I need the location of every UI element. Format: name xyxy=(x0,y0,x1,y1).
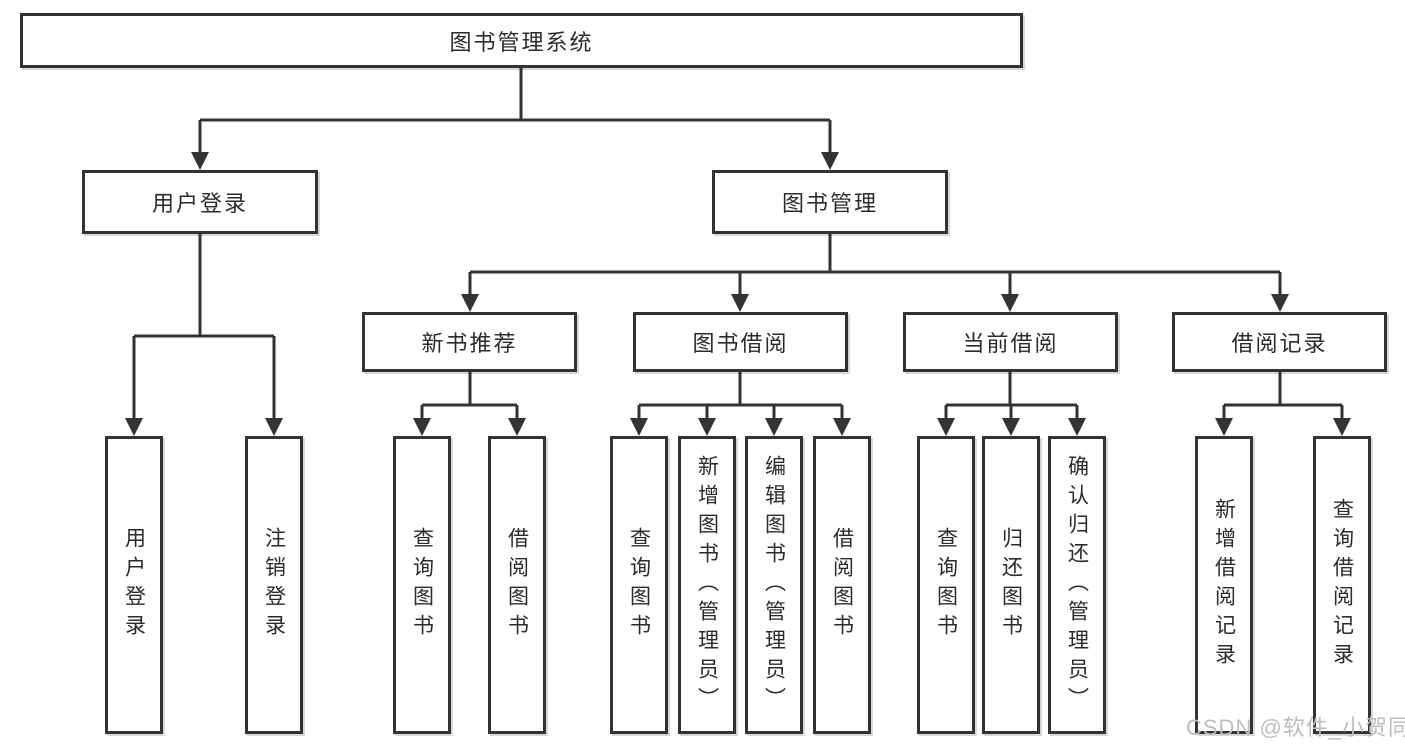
connector-book-mgmt-to-level3 xyxy=(461,234,1289,312)
node-leaf-bb-borrow-books: 借阅图书 xyxy=(813,436,871,734)
arrow-down-icon xyxy=(833,418,851,436)
node-leaf-cb-return-books-label: 归还图书 xyxy=(999,527,1023,643)
connector-line xyxy=(1222,372,1344,420)
node-book-borrow-label: 图书借阅 xyxy=(692,331,789,356)
node-current-borrow: 当前借阅 xyxy=(903,312,1118,372)
arrow-down-icon xyxy=(413,418,431,436)
node-leaf-bb-add-books-label: 新增图书（管理员） xyxy=(695,454,719,716)
node-leaf-bb-edit-books-label: 编辑图书（管理员） xyxy=(762,454,786,716)
node-leaf-user-login: 用户登录 xyxy=(105,436,163,734)
arrow-down-icon xyxy=(461,294,479,312)
node-leaf-br-query-record-label: 查询借阅记录 xyxy=(1330,498,1354,672)
arrow-down-icon xyxy=(937,418,955,436)
node-leaf-user-login-label: 用户登录 xyxy=(122,527,146,643)
node-borrow-records-label: 借阅记录 xyxy=(1231,331,1328,356)
arrow-down-icon xyxy=(821,152,839,170)
node-leaf-nb-borrow-books: 借阅图书 xyxy=(488,436,546,734)
arrow-down-icon xyxy=(765,418,783,436)
node-leaf-bb-query-books-label: 查询图书 xyxy=(627,527,651,643)
node-leaf-cb-return-books: 归还图书 xyxy=(982,436,1040,734)
arrow-down-icon xyxy=(191,152,209,170)
node-borrow-records: 借阅记录 xyxy=(1172,312,1387,372)
connector-line xyxy=(468,234,1282,296)
node-leaf-bb-edit-books: 编辑图书（管理员） xyxy=(745,436,803,734)
connector-root-to-level2 xyxy=(191,68,839,170)
node-book-mgmt: 图书管理 xyxy=(712,170,948,234)
node-leaf-cb-query-books-label: 查询图书 xyxy=(934,527,958,643)
node-leaf-bb-query-books: 查询图书 xyxy=(610,436,668,734)
node-leaf-bb-add-books: 新增图书（管理员） xyxy=(678,436,736,734)
node-new-books-label: 新书推荐 xyxy=(421,331,518,356)
arrow-down-icon xyxy=(698,418,716,436)
node-leaf-cb-confirm-return: 确认归还（管理员） xyxy=(1048,436,1106,734)
arrow-down-icon xyxy=(1271,294,1289,312)
arrow-down-icon xyxy=(1333,418,1351,436)
node-book-mgmt-label: 图书管理 xyxy=(781,191,878,216)
watermark: CSDN @软件_小贺同学 xyxy=(1186,715,1405,740)
arrow-down-icon xyxy=(265,418,283,436)
node-root-label: 图书管理系统 xyxy=(449,29,594,55)
arrow-down-icon xyxy=(731,294,749,312)
arrow-down-icon xyxy=(630,418,648,436)
connector-user-login-to-leaves xyxy=(125,234,283,436)
node-new-books: 新书推荐 xyxy=(362,312,577,372)
connector-line xyxy=(420,372,519,420)
arrow-down-icon xyxy=(1215,418,1233,436)
node-leaf-nb-borrow-books-label: 借阅图书 xyxy=(505,527,529,643)
connector-current-borrow-to-leaves xyxy=(937,372,1086,436)
arrow-down-icon xyxy=(1001,294,1019,312)
connector-line xyxy=(637,372,844,420)
node-leaf-cb-confirm-return-label: 确认归还（管理员） xyxy=(1065,454,1089,716)
node-leaf-nb-query-books-label: 查询图书 xyxy=(410,527,434,643)
node-leaf-logout: 注销登录 xyxy=(245,436,303,734)
arrow-down-icon xyxy=(1068,418,1086,436)
node-leaf-br-add-record-label: 新增借阅记录 xyxy=(1212,498,1236,672)
node-leaf-br-query-record: 查询借阅记录 xyxy=(1313,436,1371,734)
arrow-down-icon xyxy=(508,418,526,436)
connector-new-books-to-leaves xyxy=(413,372,526,436)
connector-line xyxy=(132,234,276,420)
arrow-down-icon xyxy=(1002,418,1020,436)
node-leaf-cb-query-books: 查询图书 xyxy=(917,436,975,734)
node-leaf-nb-query-books: 查询图书 xyxy=(393,436,451,734)
arrow-down-icon xyxy=(125,418,143,436)
connector-line xyxy=(198,68,832,154)
node-user-login-label: 用户登录 xyxy=(151,191,248,216)
node-leaf-logout-label: 注销登录 xyxy=(262,527,286,643)
connector-book-borrow-to-leaves xyxy=(630,372,851,436)
node-book-borrow: 图书借阅 xyxy=(633,312,848,372)
connector-borrow-records-to-leaves xyxy=(1215,372,1351,436)
node-current-borrow-label: 当前借阅 xyxy=(962,331,1059,356)
connector-line xyxy=(944,372,1079,420)
node-user-login: 用户登录 xyxy=(82,170,318,234)
node-leaf-bb-borrow-books-label: 借阅图书 xyxy=(830,527,854,643)
node-root: 图书管理系统 xyxy=(20,13,1023,68)
node-leaf-br-add-record: 新增借阅记录 xyxy=(1195,436,1253,734)
